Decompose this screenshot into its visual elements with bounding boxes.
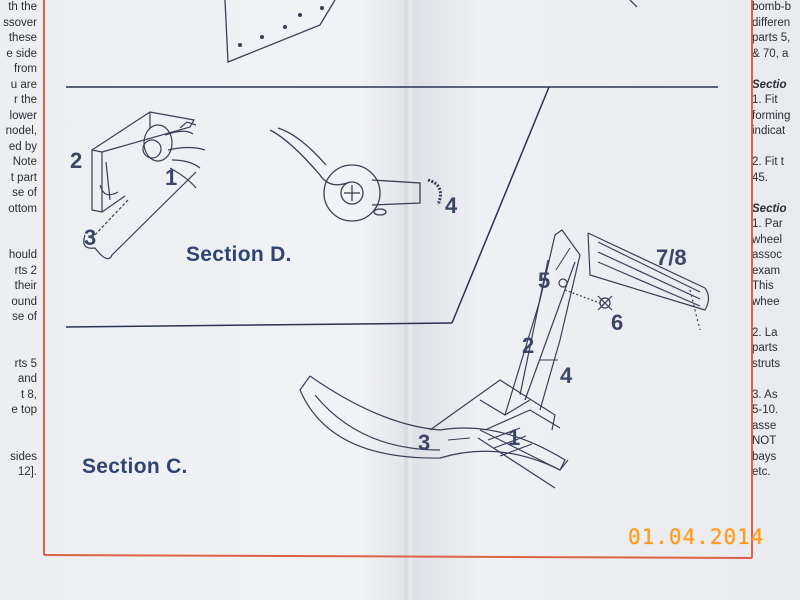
left-text-line: th the [8, 1, 37, 13]
left-text-line: e side [6, 47, 37, 60]
right-text-line: parts 5, [752, 32, 791, 44]
part-number-6-c: 6 [611, 310, 624, 335]
right-text-line: 2. La [752, 326, 778, 339]
left-text-line: sides [10, 450, 37, 463]
right-text-line: exam [752, 264, 781, 277]
left-text-line: from [14, 63, 37, 75]
left-text-line: se of [12, 187, 37, 199]
left-text-line: and [17, 373, 37, 385]
left-text-line: t 8, [21, 388, 37, 401]
part-number-2-d: 2 [70, 148, 83, 173]
section-d-lamp-assembly [269, 127, 442, 222]
right-text-line: bays [752, 450, 777, 463]
left-text-line: ed by [8, 140, 37, 153]
paper-fold [403, 0, 413, 600]
camera-date-stamp: 01.04.2014 [628, 525, 765, 549]
right-text-line: This [752, 280, 774, 292]
left-text-line: rts 2 [14, 264, 37, 277]
right-text-line: wheel [752, 233, 783, 246]
part-number-4-c: 4 [560, 363, 573, 388]
left-text-line: r the [13, 94, 37, 106]
right-text-line: 3. As [752, 388, 778, 401]
left-text-line: nodel, [5, 125, 37, 137]
part-number-1-d: 1 [165, 165, 178, 190]
right-text-line: assoc [752, 249, 783, 261]
right-text-line: 5-10. [752, 404, 779, 416]
part-number-7-8-c: 7/8 [656, 245, 687, 270]
part-number-3-d: 3 [84, 225, 97, 250]
right-text-line: NOT [752, 435, 777, 447]
left-text-line: u are [10, 78, 37, 91]
part-number-3-c: 3 [418, 430, 431, 455]
left-text-line: lower [9, 109, 37, 122]
left-text-line: se of [12, 311, 37, 323]
left-text-line: their [14, 280, 37, 292]
right-text-line: bomb-b [752, 1, 791, 13]
left-text-line: ssover [3, 16, 37, 29]
leader-lines [447, 359, 558, 441]
left-text-line: rts 5 [14, 357, 37, 370]
right-text-line: struts [752, 357, 781, 370]
part-number-4-d: 4 [445, 193, 458, 218]
right-text-line: 1. Par [752, 218, 783, 230]
right-text-line: forming [752, 109, 791, 122]
left-text-line: 12]. [17, 466, 37, 478]
left-text-line: e top [11, 404, 37, 416]
right-text-line: 45. [752, 171, 768, 184]
right-text-line: asse [752, 419, 777, 432]
section-d-label: Section D. [186, 243, 292, 266]
left-text-line: Note [12, 156, 37, 168]
right-text-line: indicat [752, 125, 786, 137]
section-c-label: Section C. [82, 455, 188, 478]
right-text-line: Sectio [752, 78, 787, 91]
right-text-line: parts [752, 342, 778, 354]
section-d-bracket-assembly [83, 111, 206, 260]
part-number-2-c: 2 [522, 333, 535, 358]
right-text-line: 1. Fit [752, 94, 778, 106]
left-text-line: t part [10, 171, 37, 184]
left-text-line: ottom [8, 202, 37, 215]
top-part-fragment [224, 0, 638, 63]
left-text-line: ound [11, 295, 37, 308]
left-text-line: these [8, 32, 37, 44]
right-text-line: Sectio [752, 202, 787, 215]
right-text-line: etc. [752, 466, 771, 478]
page-border [43, 0, 753, 559]
right-text-column: bomb-b differen parts 5, & 70, a Sectio 1. Fi… [752, 0, 800, 481]
right-text-line: whee [752, 295, 780, 308]
section-dividers [65, 86, 718, 328]
left-text-line: hould [8, 249, 37, 261]
right-text-line: 2. Fit t [752, 156, 784, 168]
right-text-line: & 70, a [752, 47, 789, 60]
part-number-5-c: 5 [538, 268, 551, 293]
part-number-1-c: 1 [508, 425, 521, 450]
right-text-line: differen [752, 16, 791, 29]
left-text-column: th the ssover these e side from u are r the low… [0, 0, 37, 481]
section-c-assembly [299, 229, 710, 489]
